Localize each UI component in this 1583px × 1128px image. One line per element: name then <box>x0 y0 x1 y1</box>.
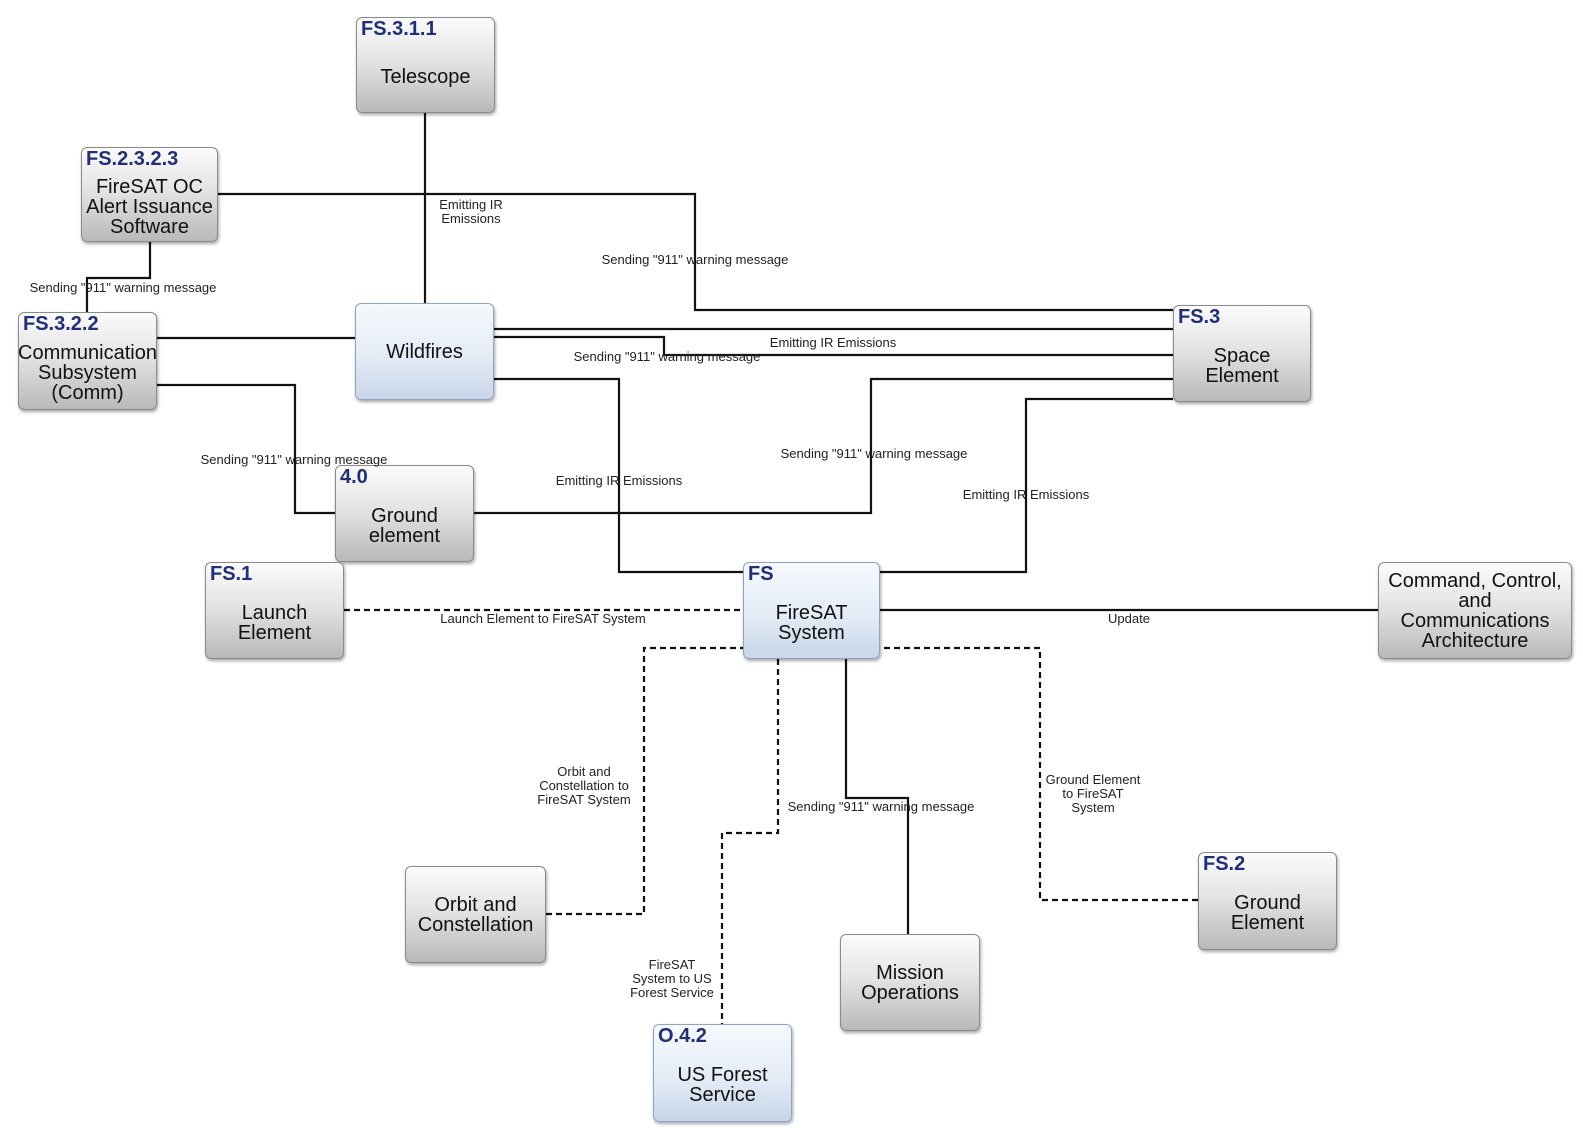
edge-comm-ground <box>157 383 335 515</box>
node-us-forest-service[interactable]: O.4.2 US Forest Service <box>653 1024 792 1122</box>
edge-firesat-mission <box>844 659 910 934</box>
node-id: FS.2 <box>1203 853 1246 875</box>
node-id: FS.3.2.2 <box>23 313 99 335</box>
edge-label-alert-comm: Sending "911" warning message <box>29 280 217 295</box>
node-c3-architecture[interactable]: Command, Control, and Communications Arc… <box>1378 562 1572 659</box>
edge-ground-fs2-firesat <box>880 646 1198 902</box>
edge-label-firesat-c3: Update <box>1108 611 1150 626</box>
node-label: FireSAT System <box>775 601 848 644</box>
node-mission-operations[interactable]: Mission Operations <box>840 934 980 1031</box>
edge-label-comm-ground: Sending "911" warning message <box>200 452 388 467</box>
edge-label-space-firesat: Emitting IR Emissions <box>962 487 1090 502</box>
node-label: Communication Subsystem (Comm) <box>18 342 157 404</box>
node-label: Mission Operations <box>861 961 959 1004</box>
node-label: Launch Element <box>237 601 312 644</box>
node-id: O.4.2 <box>658 1025 707 1047</box>
node-telescope[interactable]: FS.3.1.1 Telescope <box>356 17 495 113</box>
edge-alert-space <box>218 192 1173 312</box>
edge-wildfires-space-ir <box>493 335 1173 357</box>
node-label: US Forest Service <box>677 1064 768 1106</box>
edge-label-ground-firesat: Ground Element to FireSAT System <box>1045 772 1141 815</box>
node-label: Wildfires <box>386 340 463 363</box>
node-id: FS.1 <box>210 563 253 585</box>
node-space-element[interactable]: FS.3 Space Element <box>1173 305 1311 402</box>
edge-label-wildfires-firesat: Emitting IR Emissions <box>555 473 683 488</box>
node-label: Space Element <box>1205 344 1279 387</box>
node-id: FS.2.3.2.3 <box>86 148 179 170</box>
edge-firesat-forest <box>720 659 780 1024</box>
node-launch-element[interactable]: FS.1 Launch Element <box>205 562 344 659</box>
node-id: FS <box>748 563 774 585</box>
edge-label-firesat-forest: FireSAT System to US Forest Service <box>630 957 714 1000</box>
node-orbit-constellation[interactable]: Orbit and Constellation <box>405 866 546 963</box>
node-label: Ground element <box>368 504 441 547</box>
node-wildfires[interactable]: Wildfires <box>355 303 494 400</box>
edge-label-wildfires-space-911: Sending "911" warning message <box>573 349 761 364</box>
edge-alert-comm <box>85 242 152 312</box>
edge-orbit-firesat <box>546 646 743 916</box>
edge-space-firesat <box>880 397 1173 574</box>
edge-ground-space <box>473 377 1173 515</box>
edge-label-ground-space: Sending "911" warning message <box>780 446 968 461</box>
node-id: 4.0 <box>340 466 368 488</box>
edge-label-wildfires-space-ir: Emitting IR Emissions <box>769 335 897 350</box>
node-firesat-system[interactable]: FS FireSAT System <box>743 562 880 659</box>
node-label: FireSAT OC Alert Issuance Software <box>86 175 213 238</box>
node-label: Orbit and Constellation <box>417 893 534 936</box>
node-ground-element-4-0[interactable]: 4.0 Ground element <box>335 465 474 562</box>
edge-label-launch-firesat: Launch Element to FireSAT System <box>440 611 646 626</box>
node-alert-software[interactable]: FS.2.3.2.3 FireSAT OC Alert Issuance Sof… <box>81 147 218 242</box>
node-label: Ground Element <box>1230 892 1305 934</box>
node-label: Telescope <box>380 66 471 88</box>
node-id: FS.3 <box>1178 306 1221 328</box>
node-id: FS.3.1.1 <box>361 18 437 40</box>
edge-label-orbit-firesat: Orbit and Constellation to FireSAT Syste… <box>537 764 631 807</box>
edge-label-firesat-mission: Sending "911" warning message <box>787 799 975 814</box>
edge-label-telescope-wildfires: Emitting IR Emissions <box>439 197 503 226</box>
edge-label-alert-space: Sending "911" warning message <box>601 252 789 267</box>
node-comm-subsystem[interactable]: FS.3.2.2 Communication Subsystem (Comm) <box>18 312 157 410</box>
edge-wildfires-firesat <box>493 377 743 574</box>
node-ground-element-fs2[interactable]: FS.2 Ground Element <box>1198 852 1337 950</box>
node-label: Command, Control, and Communications Arc… <box>1388 569 1562 652</box>
